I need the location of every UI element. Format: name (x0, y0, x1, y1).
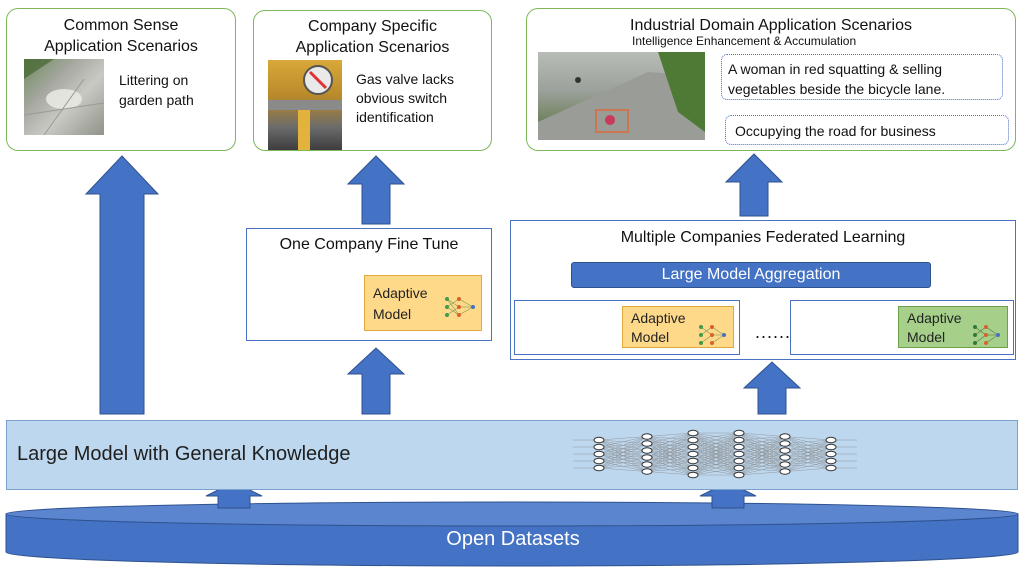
company-specific-desc-line2: obvious switch (356, 90, 448, 106)
open-datasets-cylinder (5, 501, 1019, 567)
company-specific-title-line1: Company Specific (308, 18, 437, 35)
arrow-federated-to-industrial (724, 153, 784, 217)
arrow-model-to-finetune (346, 347, 406, 415)
company-specific-title-line2: Application Scenarios (295, 39, 450, 56)
federated-private-1-line2: Data (552, 332, 580, 347)
large-model-label: Large Model with General Knowledge (17, 443, 351, 465)
common-sense-desc-line1: Littering on (119, 72, 189, 88)
network-node (825, 450, 837, 458)
callout-bottom-text: Occupying the road for business (735, 123, 936, 139)
federated-title: Multiple Companies Federated Learning (620, 229, 906, 246)
network-node (825, 457, 837, 465)
network-node (779, 440, 791, 447)
network-node (779, 454, 791, 461)
common-sense-title-line1: Common Sense (63, 17, 179, 34)
federated-private-1-line1: Private (545, 313, 587, 328)
network-node (687, 457, 699, 465)
network-node (641, 433, 653, 440)
common-sense-title-line2: Application Scenarios (44, 38, 198, 55)
network-node (593, 443, 605, 451)
adaptive-model-network-icon (445, 297, 475, 317)
network-node (593, 450, 605, 458)
arrow-finetune-to-company (346, 155, 406, 225)
network-node (825, 443, 837, 451)
road-scene-photo (538, 52, 705, 140)
callout-top-line1: A woman in red squatting & selling (728, 61, 943, 77)
federated-adaptive-1-line2: Model (631, 329, 670, 345)
network-node (779, 447, 791, 454)
network-node (641, 440, 653, 447)
network-node (779, 433, 791, 440)
callout-top-line2: vegetables beside the bicycle lane. (728, 81, 946, 97)
network-node (733, 464, 745, 472)
network-node (687, 429, 699, 437)
federated-adaptive-model-n: Adaptive Model (898, 306, 1008, 348)
federated-adaptive-1-line1: Adaptive (631, 310, 686, 326)
network-node (593, 457, 605, 465)
network-node (733, 443, 745, 451)
network-node (779, 461, 791, 468)
fine-tune-title: One Company Fine Tune (279, 236, 459, 253)
garden-path-photo (24, 59, 104, 135)
label-callout: Occupying the road for business (725, 115, 1009, 145)
network-node (733, 450, 745, 458)
fine-tune-adaptive-line1: Adaptive (373, 285, 428, 301)
network-node (593, 464, 605, 472)
network-node (733, 471, 745, 479)
neural-network-icon (573, 429, 857, 479)
network-node (733, 429, 745, 437)
network-node (687, 464, 699, 472)
network-node (825, 464, 837, 472)
company-specific-desc-line1: Gas valve lacks (356, 71, 455, 87)
fine-tune-adaptive-line2: Model (373, 306, 412, 322)
federated-private-n-line2: Data (828, 332, 856, 347)
adaptive-model-network-icon (973, 325, 1000, 345)
company-specific-desc-line3: identification (356, 109, 434, 125)
federated-adaptive-n-line1: Adaptive (907, 310, 962, 326)
large-model-bar: Large Model with General Knowledge (6, 420, 1018, 490)
common-sense-desc-line2: garden path (119, 92, 194, 108)
federated-private-n-line1: Private (821, 313, 863, 328)
federated-adaptive-model-1: Adaptive Model (622, 306, 734, 348)
more-companies-ellipsis: ...... (755, 322, 792, 342)
network-node (687, 471, 699, 479)
network-node (593, 436, 605, 444)
open-datasets-label: Open Datasets (446, 528, 580, 550)
network-node (779, 468, 791, 475)
common-sense-scenario-box: Common Sense Application Scenarios Litte… (6, 8, 236, 151)
industrial-title: Industrial Domain Application Scenarios (630, 17, 912, 34)
network-node (641, 468, 653, 475)
network-node (687, 443, 699, 451)
arrow-model-to-common (84, 155, 160, 415)
aggregation-label: Large Model Aggregation (661, 266, 841, 283)
federated-adaptive-n-line2: Model (907, 329, 946, 345)
fine-tune-adaptive-model: Adaptive Model (364, 275, 482, 331)
network-node (687, 450, 699, 458)
network-node (733, 457, 745, 465)
gas-valve-photo (268, 60, 342, 150)
network-node (687, 436, 699, 444)
network-node (641, 447, 653, 454)
company-specific-scenario-box: Company Specific Application Scenarios G… (253, 10, 492, 151)
description-callout: A woman in red squatting & selling veget… (721, 54, 1003, 100)
network-node (733, 436, 745, 444)
network-node (641, 461, 653, 468)
large-model-aggregation-bar: Large Model Aggregation (571, 262, 931, 288)
adaptive-model-network-icon (699, 325, 726, 345)
network-node (825, 436, 837, 444)
network-node (641, 454, 653, 461)
industrial-scenario-box: Industrial Domain Application Scenarios … (526, 8, 1016, 151)
fine-tune-private-data-label: Private Data (267, 297, 345, 313)
arrow-model-to-federated (742, 361, 802, 415)
industrial-subtitle: Intelligence Enhancement & Accumulation (632, 34, 857, 48)
